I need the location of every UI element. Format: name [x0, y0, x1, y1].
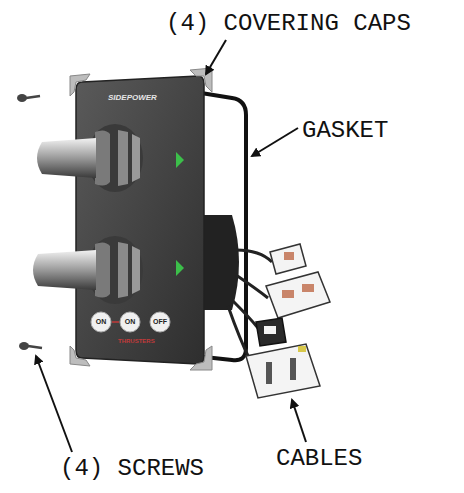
connector-body	[266, 272, 330, 318]
lever-ring	[132, 246, 140, 294]
covering-cap	[70, 346, 90, 366]
connector-pin	[284, 252, 294, 260]
lever-ring	[132, 134, 140, 182]
push-button	[150, 312, 170, 332]
leader-line	[252, 128, 298, 156]
connector	[246, 344, 320, 398]
lever-handle	[37, 138, 96, 178]
connector-pin	[266, 362, 272, 384]
callout-label: CABLES	[276, 445, 362, 472]
screw	[19, 342, 42, 350]
control-panel	[76, 76, 204, 364]
callout-label: (4) SCREWS	[60, 455, 204, 482]
lever-ring	[118, 130, 128, 186]
push-button	[120, 312, 140, 332]
callout-label: GASKET	[302, 117, 388, 144]
covering-cap	[190, 346, 212, 370]
connector	[270, 244, 306, 274]
connector	[266, 272, 330, 318]
connector-body	[270, 244, 306, 274]
joystick-lever	[37, 124, 143, 192]
lever-handle	[33, 250, 96, 290]
button-text: OFF	[150, 318, 170, 325]
indicator-led	[176, 152, 184, 168]
connector-pin	[264, 326, 276, 334]
screw	[17, 94, 40, 102]
connector-pin	[298, 346, 306, 352]
leader-line	[36, 356, 72, 452]
callout-label: (4) COVERING CAPS	[166, 10, 411, 37]
screw-shaft	[28, 346, 42, 348]
screw-shaft	[26, 96, 40, 98]
connector-body	[246, 344, 320, 398]
connector-body	[256, 318, 286, 346]
screw-head	[17, 94, 27, 102]
leader-line	[292, 400, 306, 442]
button-text: ON	[91, 318, 111, 325]
connector-pin	[290, 358, 296, 380]
joystick-lever	[33, 236, 143, 304]
connector	[256, 318, 286, 346]
cable	[236, 275, 268, 298]
leader-line	[206, 40, 226, 74]
connector-pin	[282, 290, 294, 298]
cable	[236, 250, 272, 262]
lever-ring	[95, 130, 110, 185]
panel-text: THRUSTERS	[118, 338, 155, 344]
screw-head	[19, 342, 29, 350]
connector-pin	[302, 284, 314, 292]
lever-ring	[118, 242, 128, 298]
cable	[228, 306, 250, 360]
push-button	[91, 312, 111, 332]
indicator-led	[176, 260, 184, 276]
covering-cap	[190, 68, 212, 92]
brand-text: SIDEPOWER	[108, 93, 157, 102]
button-separator	[112, 321, 119, 323]
button-text: ON	[120, 318, 140, 325]
lever-ring	[95, 242, 110, 297]
covering-cap	[70, 74, 90, 96]
